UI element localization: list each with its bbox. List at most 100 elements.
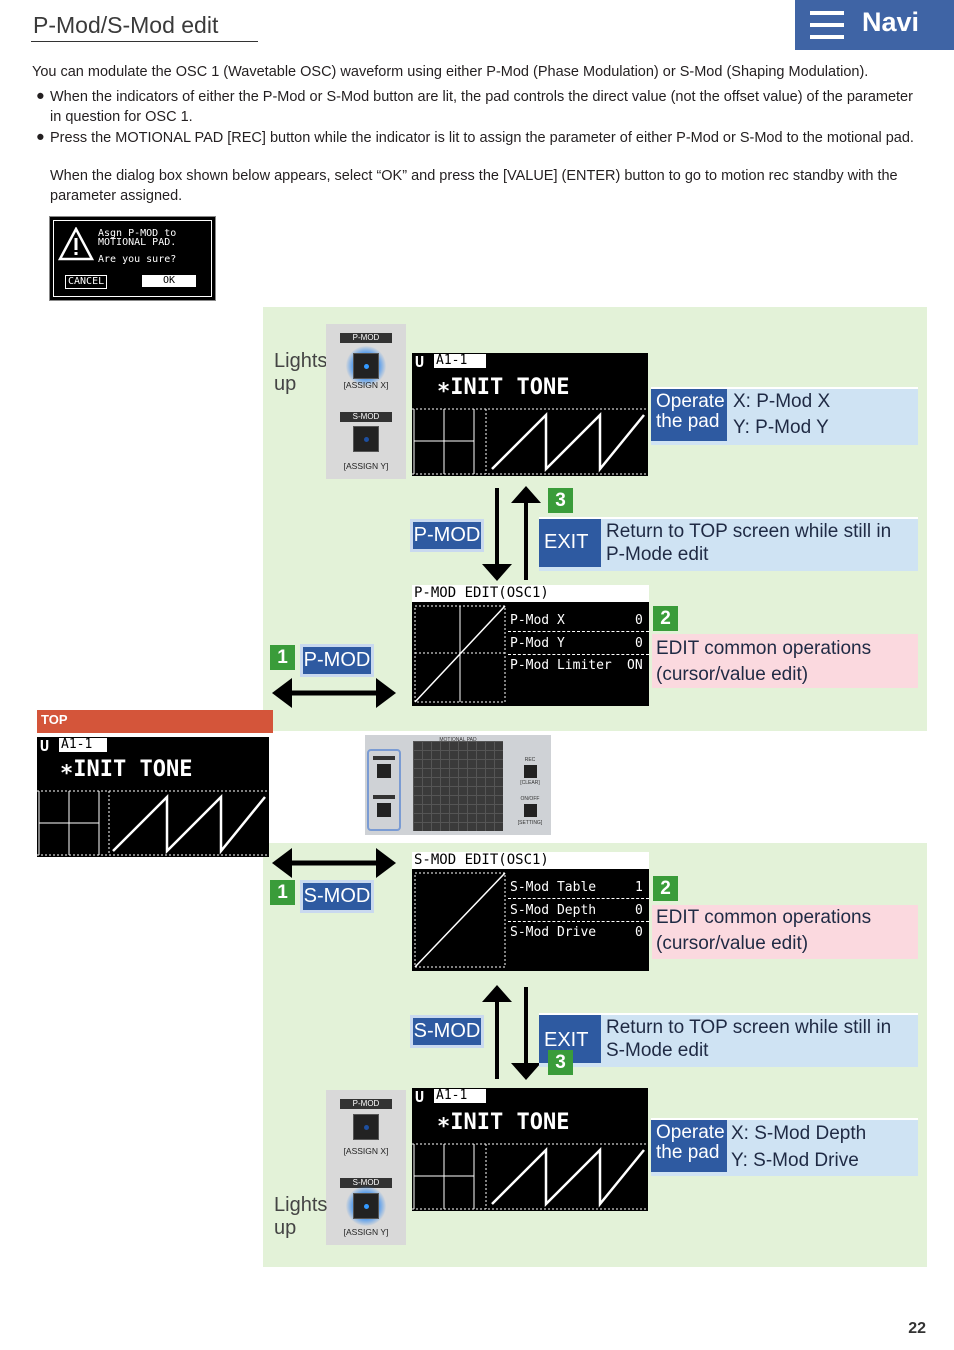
param-name: S-Mod Table: [510, 880, 597, 895]
pad-x-smod: X: S-Mod Depth: [731, 1123, 867, 1144]
user-indicator: U: [415, 1088, 425, 1106]
param-value: 0: [635, 613, 643, 628]
mod-button-panel-pmod: P-MOD [ASSIGN X] S-MOD [ASSIGN Y]: [326, 324, 406, 479]
pmod-button[interactable]: [353, 353, 379, 379]
double-arrow-smod: [272, 848, 396, 878]
smod-param-list: S-Mod Table 1 S-Mod Depth 0 S-Mod Drive …: [508, 870, 649, 971]
tone-screen-smod: U A1-1 ∗INIT TONE: [412, 1088, 648, 1211]
title-rule: [31, 41, 258, 42]
smod-button[interactable]: [353, 1193, 379, 1219]
bullet-2: Press the MOTIONAL PAD [REC] button whil…: [50, 130, 914, 146]
menu-icon: [810, 11, 844, 39]
pmod-tag-step1[interactable]: P-MOD: [300, 644, 374, 677]
step-2-badge-smod: 2: [653, 876, 678, 901]
return-text-pmod: Return to TOP screen while still in P-Mo…: [606, 521, 892, 565]
user-indicator: U: [40, 737, 50, 755]
edit-common-box-pmod: EDIT common operations (cursor/value edi…: [652, 634, 918, 688]
smod-tag-step1[interactable]: S-MOD: [300, 880, 374, 913]
step-1-badge-smod: 1: [270, 880, 295, 905]
rec-label: REC: [524, 757, 536, 763]
param-name: P-Mod Limiter: [510, 658, 612, 673]
operate-pad-tag-pmod: Operate the pad: [651, 389, 727, 441]
smod-tag[interactable]: S-MOD: [410, 1015, 484, 1048]
motional-pad-title: MOTIONAL PAD: [439, 737, 477, 743]
param-value: 0: [635, 636, 643, 651]
rec-button[interactable]: [524, 765, 537, 778]
bullet-1: When the indicators of either the P-Mod …: [50, 89, 913, 125]
edit-common-box-smod: EDIT common operations (cursor/value edi…: [652, 905, 918, 959]
pmod-tag[interactable]: P-MOD: [410, 519, 484, 552]
exit-box-smod: [539, 1013, 918, 1067]
lights-up-label-pmod: Lights up: [274, 350, 328, 395]
edit-common-text: EDIT common operations (cursor/value edi…: [656, 907, 872, 954]
edit-screen-title: P-MOD EDIT(OSC1): [412, 585, 649, 602]
tone-name: ∗INIT TONE: [437, 1110, 570, 1135]
warning-icon: [58, 227, 94, 261]
smod-label: S-MOD: [340, 1178, 392, 1188]
clear-label: [CLEAR]: [520, 780, 540, 786]
page-number: 22: [908, 1320, 926, 1337]
assign-y-label: [ASSIGN Y]: [343, 461, 389, 471]
lights-up-label-smod: Lights up: [274, 1194, 328, 1239]
exit-tag-pmod[interactable]: EXIT: [539, 519, 601, 567]
bullet-dot: ●: [36, 88, 45, 104]
param-value: ON: [627, 658, 643, 673]
tone-waveform: [37, 790, 269, 856]
edit-screen-title: S-MOD EDIT(OSC1): [412, 852, 649, 869]
pmod-graph: [414, 605, 506, 703]
param-value: 0: [635, 925, 643, 940]
onoff-button[interactable]: [524, 804, 537, 817]
navi-button[interactable]: Navi: [795, 0, 954, 50]
assign-x-label: [ASSIGN X]: [343, 1146, 389, 1156]
smod-edit-screen: S-MOD EDIT(OSC1) S-Mod Table 1 S-Mod Dep…: [412, 852, 649, 971]
transition-arrows-smod: [482, 985, 541, 1080]
onoff-label: ON/OFF: [520, 796, 540, 802]
smod-graph: [414, 872, 506, 968]
bank-number: A1-1: [59, 738, 107, 752]
assign-y-label: [ASSIGN Y]: [343, 1227, 389, 1237]
pad-y-smod: Y: S-Mod Drive: [731, 1150, 859, 1171]
bullet-2-extra: When the dialog box shown below appears,…: [50, 168, 898, 204]
param-name: S-Mod Depth: [510, 903, 597, 918]
tone-name: ∗INIT TONE: [60, 757, 193, 782]
step-3-badge-smod: 3: [548, 1050, 573, 1075]
mod-button-panel-smod: P-MOD [ASSIGN X] S-MOD [ASSIGN Y]: [326, 1090, 406, 1245]
dialog-line-3: Are you sure?: [98, 254, 177, 265]
operate-pad-tag-smod: Operate the pad: [651, 1120, 727, 1172]
pmod-label: P-MOD: [340, 1099, 392, 1109]
pmod-button[interactable]: [353, 1114, 379, 1140]
smod-label: S-MOD: [340, 412, 392, 422]
transition-arrows-pmod: [482, 486, 541, 581]
double-arrow-pmod: [272, 678, 396, 708]
dialog-ok-button[interactable]: OK: [142, 275, 196, 287]
top-label: TOP: [37, 710, 273, 733]
dialog-cancel-button[interactable]: CANCEL: [65, 275, 108, 289]
tone-screen-pmod: U A1-1 ∗INIT TONE: [412, 353, 648, 476]
pmod-edit-screen: P-MOD EDIT(OSC1) P-Mod X 0 P-Mod Y 0 P-M…: [412, 585, 649, 706]
pmod-label: P-MOD: [340, 333, 392, 343]
motional-pad-surface[interactable]: [413, 741, 503, 831]
param-name: S-Mod Drive: [510, 925, 597, 940]
param-value: 1: [635, 880, 643, 895]
return-text-smod: Return to TOP screen while still in S-Mo…: [606, 1017, 892, 1061]
page-title: P-Mod/S-Mod edit: [33, 12, 219, 38]
step-2-badge-pmod: 2: [653, 606, 678, 631]
bank-number: A1-1: [434, 1089, 486, 1103]
confirm-dialog-screen: Asgn P-MOD to MOTIONAL PAD. Are you sure…: [49, 216, 216, 301]
smod-button[interactable]: [353, 426, 379, 452]
assign-x-label: [ASSIGN X]: [343, 380, 389, 390]
user-indicator: U: [415, 353, 425, 371]
param-value: 0: [635, 903, 643, 918]
motional-pad-panel: MOTIONAL PAD REC [CLEAR] ON/OFF [SETTING…: [365, 735, 551, 835]
exit-box-pmod: [539, 517, 918, 571]
step-3-badge-pmod: 3: [548, 488, 573, 513]
pad-y-pmod: Y: P-Mod Y: [733, 417, 829, 438]
step-1-badge-pmod: 1: [270, 645, 295, 670]
tone-name: ∗INIT TONE: [437, 375, 570, 400]
bullet-dot: ●: [36, 129, 45, 145]
setting-label: [SETTING]: [517, 820, 543, 826]
intro-text: You can modulate the OSC 1 (Wavetable OS…: [32, 64, 869, 80]
mod-buttons-highlight: [367, 749, 401, 831]
edit-common-text: EDIT common operations (cursor/value edi…: [656, 638, 872, 685]
navi-label: Navi: [862, 7, 920, 37]
